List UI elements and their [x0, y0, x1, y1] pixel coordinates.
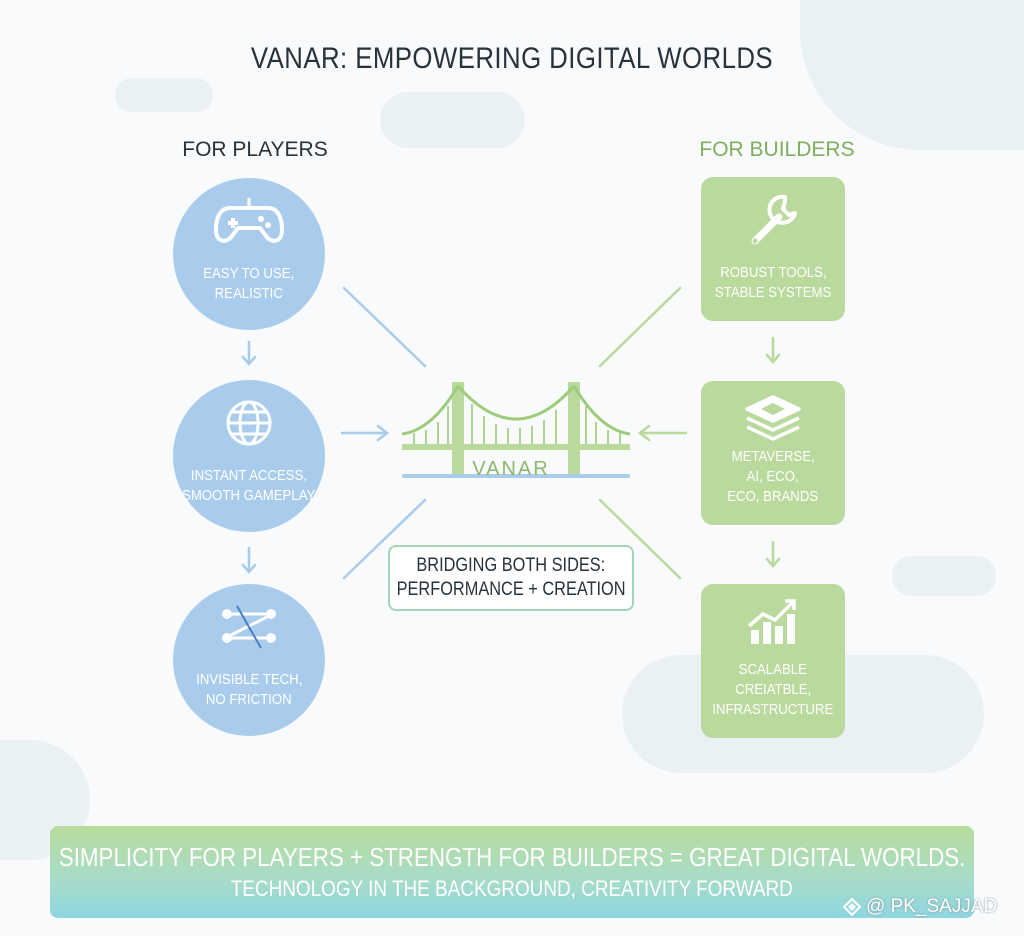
players-arrow-right-head — [376, 424, 390, 442]
builder-node-scalable: SCALABLE CREIATBLE, INFRASTRUCTURE — [701, 584, 845, 738]
bridge-caption-line2: PERFORMANCE + CREATION — [396, 579, 626, 600]
player-node-label-line2: REALISTIC — [214, 285, 284, 302]
diamond-logo-icon — [842, 897, 862, 917]
builder-node-label-line: METAVERSE, — [731, 448, 815, 465]
player-node-label-line2: SMOOTH GAMEPLAY — [182, 487, 316, 504]
builder-node-label-line: AI, ECO, — [746, 468, 800, 485]
builder-node-label-line: ROBUST TOOLS, — [719, 264, 827, 281]
globe-icon — [226, 400, 272, 446]
wrench-icon — [751, 194, 797, 245]
bridge-caption-line1: BRIDGING BOTH SIDES: — [416, 555, 606, 576]
gamepad-icon — [214, 198, 284, 243]
bridge-name: VANAR — [472, 458, 550, 480]
builders-diagonal-lower — [598, 498, 682, 580]
summary-line2: TECHNOLOGY IN THE BACKGROUND, CREATIVITY… — [230, 876, 794, 901]
player-node-label-line1: EASY TO USE, — [203, 265, 295, 282]
players-heading: FOR PLAYERS — [182, 138, 328, 161]
builders-heading: FOR BUILDERS — [699, 138, 855, 161]
page-title: VANAR: EMPOWERING DIGITAL WORLDS — [250, 42, 774, 75]
player-node-easy: EASY TO USE, REALISTIC — [173, 178, 325, 330]
layers-icon — [745, 395, 801, 441]
growth-chart-icon — [747, 599, 796, 644]
builder-node-label-line: STABLE SYSTEMS — [714, 284, 832, 301]
builder-node-label-line: ECO, BRANDS — [727, 488, 819, 505]
player-node-access: INSTANT ACCESS, SMOOTH GAMEPLAY — [173, 380, 325, 532]
player-node-label-line1: INSTANT ACCESS, — [190, 467, 308, 484]
bridge-caption-box: BRIDGING BOTH SIDES: PERFORMANCE + CREAT… — [388, 545, 634, 611]
summary-line1: SIMPLICITY FOR PLAYERS + STRENGTH FOR BU… — [58, 842, 966, 872]
watermark-text: @ PK_SAJJAD — [866, 896, 998, 917]
player-node-label-line1: INVISIBLE TECH, — [195, 671, 303, 688]
summary-banner: SIMPLICITY FOR PLAYERS + STRENGTH FOR BU… — [50, 826, 974, 918]
player-node-label-line2: NO FRICTION — [206, 691, 292, 708]
background-cloud — [115, 78, 213, 112]
players-diagonal-lower — [342, 498, 427, 580]
bridge-icon — [402, 382, 631, 478]
builders-diagonal-upper — [598, 286, 682, 368]
builder-node-label-line: CREIATBLE, — [734, 681, 812, 698]
builder-node-label-line: SCALABLE — [738, 661, 808, 678]
builder-node-metaverse: METAVERSE, AI, ECO, ECO, BRANDS — [701, 381, 845, 525]
watermark: @ PK_SAJJAD — [842, 896, 997, 918]
players-diagonal-upper — [342, 286, 427, 368]
builder-node-label-line: INFRASTRUCTURE — [712, 701, 834, 718]
background-cloud — [380, 92, 525, 148]
builder-node-tools: ROBUST TOOLS, STABLE SYSTEMS — [701, 177, 845, 321]
background-cloud — [892, 556, 996, 596]
network-icon — [222, 605, 276, 649]
builders-arrow-left-head — [637, 424, 651, 442]
player-node-invisible: INVISIBLE TECH, NO FRICTION — [173, 584, 325, 736]
